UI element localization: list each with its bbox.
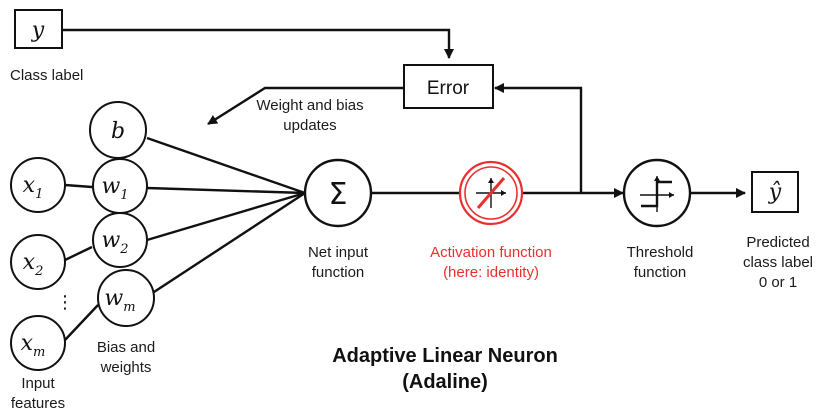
activation-to-error-arrow <box>494 83 583 193</box>
net-input-caption-line2: function <box>312 264 365 281</box>
input-symbol-m: xm <box>21 331 46 360</box>
w2-to-sum-line <box>146 191 306 242</box>
wm-to-sum-line <box>153 191 306 294</box>
threshold-caption-line2: function <box>634 264 687 281</box>
connections <box>62 28 746 341</box>
diagram-title-line2: (Adaline) <box>402 371 488 393</box>
output-caption-line2: class label <box>743 254 813 271</box>
step-function-icon <box>640 176 674 212</box>
weight-node-m: wm <box>97 269 155 327</box>
input-circle-1 <box>10 157 66 213</box>
bias-symbol: b <box>111 119 125 144</box>
output-caption-line3: 0 or 1 <box>759 274 797 291</box>
bias-node: b <box>89 101 147 159</box>
weight-symbol-2: w2 <box>101 228 128 257</box>
weight-symbol-1: w1 <box>101 174 128 203</box>
threshold-node <box>622 158 692 228</box>
output-node: ŷ <box>751 171 799 213</box>
weight-updates-caption-line2: updates <box>283 117 336 134</box>
class-label-to-error-arrow <box>62 28 454 59</box>
class-label-caption: Class label <box>10 67 83 84</box>
output-symbol: ŷ <box>768 180 782 205</box>
weight-node-1: w1 <box>92 158 148 214</box>
input-symbol-2: x2 <box>23 250 44 279</box>
activation-node <box>458 160 524 226</box>
weight-circle-m <box>97 269 155 327</box>
threshold-caption-line1: Threshold <box>627 244 694 261</box>
input-circle-m <box>10 315 66 371</box>
bias-circle <box>89 101 147 159</box>
class-label-node: y <box>14 9 63 49</box>
weight-node-2: w2 <box>92 212 148 268</box>
input-symbol-1: x1 <box>23 173 44 202</box>
x1-to-w1-line <box>64 183 93 189</box>
input-features-caption-line2: features <box>11 395 65 412</box>
identity-function-icon <box>476 177 506 209</box>
input-features-caption-line1: Input <box>21 375 55 392</box>
weight-updates-caption-line1: Weight and bias <box>256 97 363 114</box>
error-to-weights-arrow <box>207 86 404 126</box>
input-node-m: xm <box>10 315 66 371</box>
activation-caption-line2: (here: identity) <box>443 264 539 281</box>
activation-inner-ring <box>464 166 518 220</box>
w1-to-sum-line <box>146 186 306 195</box>
x2-to-w2-line <box>64 245 93 262</box>
error-label: Error <box>427 78 470 99</box>
bias-weights-caption-line2: weights <box>100 359 152 376</box>
input-node-2: x2 <box>10 234 66 290</box>
net-input-circle <box>303 158 373 228</box>
output-caption-line1: Predicted <box>746 234 809 251</box>
net-input-caption-line1: Net input <box>308 244 369 261</box>
input-circle-2 <box>10 234 66 290</box>
net-input-node: Σ <box>303 158 373 228</box>
bias-weights-caption-line1: Bias and <box>97 339 155 356</box>
weight-circle-2 <box>92 212 148 268</box>
class-label-symbol: y <box>31 18 45 43</box>
diagram-title-line1: Adaptive Linear Neuron <box>332 345 558 367</box>
output-box <box>751 171 799 213</box>
class-label-box <box>14 9 63 49</box>
sigma-icon: Σ <box>329 177 348 212</box>
activation-caption-line1: Activation function <box>430 244 552 261</box>
weight-symbol-m: wm <box>104 286 135 315</box>
error-box <box>403 64 494 109</box>
input-node-1: x1 <box>10 157 66 213</box>
bias-to-sum-line <box>146 136 306 195</box>
error-node: Error <box>403 64 494 109</box>
input-ellipsis: ⋮ <box>56 292 74 313</box>
xm-to-wm-line <box>64 304 99 341</box>
